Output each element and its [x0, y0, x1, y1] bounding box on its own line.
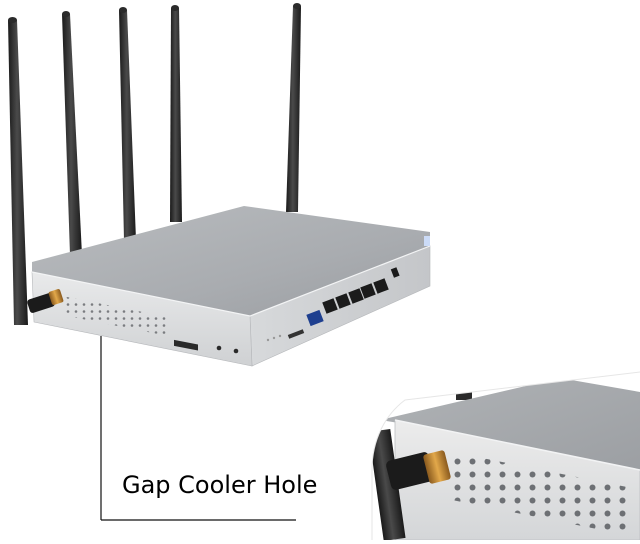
led-indicator	[216, 345, 222, 351]
inset-closeup	[371, 371, 640, 540]
gap-cooler-hole-label: Gap Cooler Hole	[122, 471, 318, 499]
antenna	[170, 8, 182, 222]
card-slot	[174, 339, 198, 351]
antenna-front-left	[8, 17, 64, 325]
ventilation-holes-closeup	[452, 452, 632, 536]
router-top-surface	[32, 206, 430, 316]
ethernet-port	[335, 293, 351, 309]
antenna-group	[62, 3, 301, 255]
antenna	[119, 10, 136, 240]
usb-port	[306, 309, 324, 327]
router-chassis	[31, 206, 431, 367]
power-button	[390, 267, 400, 278]
led-indicator	[233, 348, 239, 354]
microsd-slot	[287, 329, 305, 339]
ventilation-holes	[62, 296, 168, 336]
ethernet-port	[360, 283, 376, 299]
antenna	[62, 14, 82, 255]
ethernet-port	[373, 278, 389, 294]
callout-line	[100, 336, 296, 521]
ethernet-port	[348, 288, 364, 304]
antenna	[286, 6, 301, 212]
port-cluster	[266, 267, 400, 342]
ethernet-port	[322, 298, 338, 314]
